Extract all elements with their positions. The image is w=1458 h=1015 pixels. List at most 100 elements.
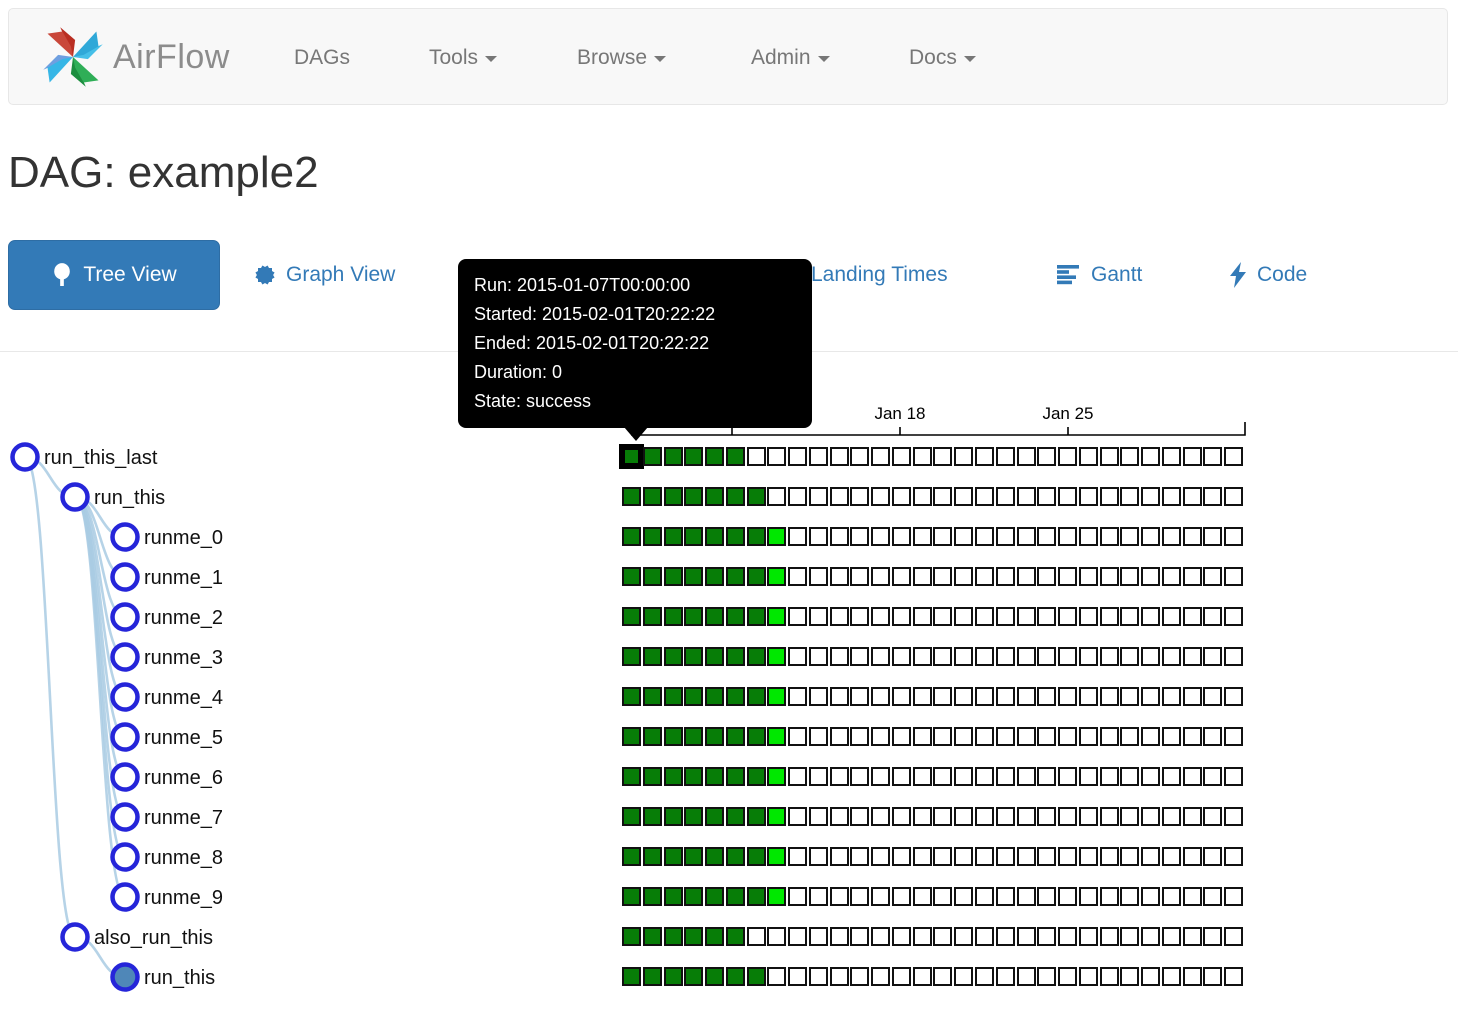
task-instance-cell-no-status[interactable] <box>788 567 808 586</box>
task-instance-cell-running[interactable] <box>767 887 787 906</box>
task-instance-cell-no-status[interactable] <box>1203 647 1223 666</box>
task-instance-cell-success[interactable] <box>663 447 683 466</box>
task-instance-cell-success[interactable] <box>705 447 725 466</box>
task-instance-cell-no-status[interactable] <box>912 607 932 626</box>
task-instance-cell-no-status[interactable] <box>1099 887 1119 906</box>
tree-node-run_this[interactable] <box>110 962 140 992</box>
task-instance-cell-no-status[interactable] <box>746 927 766 946</box>
task-instance-cell-no-status[interactable] <box>1120 887 1140 906</box>
task-instance-cell-no-status[interactable] <box>1058 607 1078 626</box>
task-instance-cell-no-status[interactable] <box>912 967 932 986</box>
task-instance-cell-no-status[interactable] <box>767 447 787 466</box>
task-instance-cell-no-status[interactable] <box>1120 487 1140 506</box>
task-instance-cell-no-status[interactable] <box>1224 727 1244 746</box>
task-instance-cell-no-status[interactable] <box>871 927 891 946</box>
task-instance-cell-no-status[interactable] <box>850 647 870 666</box>
task-instance-cell-success[interactable] <box>684 687 704 706</box>
task-instance-cell-success[interactable] <box>642 447 662 466</box>
task-instance-cell-no-status[interactable] <box>850 567 870 586</box>
tree-node-runme_5[interactable] <box>110 722 140 752</box>
task-instance-cell-no-status[interactable] <box>1141 967 1161 986</box>
task-instance-cell-running[interactable] <box>767 527 787 546</box>
task-instance-cell-success[interactable] <box>725 767 745 786</box>
task-instance-cell-no-status[interactable] <box>891 887 911 906</box>
task-instance-cell-no-status[interactable] <box>788 967 808 986</box>
task-instance-cell-success[interactable] <box>746 527 766 546</box>
task-instance-cell-no-status[interactable] <box>1182 527 1202 546</box>
task-instance-cell-no-status[interactable] <box>1016 847 1036 866</box>
task-instance-cell-no-status[interactable] <box>912 687 932 706</box>
task-instance-cell-no-status[interactable] <box>829 887 849 906</box>
task-instance-cell-success[interactable] <box>725 887 745 906</box>
task-instance-cell-no-status[interactable] <box>1224 687 1244 706</box>
task-instance-cell-no-status[interactable] <box>1182 487 1202 506</box>
task-instance-cell-success[interactable] <box>746 767 766 786</box>
task-instance-cell-success[interactable] <box>663 487 683 506</box>
task-instance-cell-no-status[interactable] <box>933 527 953 546</box>
task-instance-cell-no-status[interactable] <box>1078 527 1098 546</box>
task-instance-cell-no-status[interactable] <box>1037 807 1057 826</box>
task-instance-cell-success[interactable] <box>642 967 662 986</box>
task-instance-cell-no-status[interactable] <box>1078 927 1098 946</box>
task-instance-cell-no-status[interactable] <box>954 567 974 586</box>
task-instance-cell-running[interactable] <box>767 607 787 626</box>
task-instance-cell-success[interactable] <box>705 727 725 746</box>
task-instance-cell-no-status[interactable] <box>1016 967 1036 986</box>
task-instance-cell-no-status[interactable] <box>1120 607 1140 626</box>
task-instance-cell-success[interactable] <box>746 967 766 986</box>
task-instance-cell-no-status[interactable] <box>1120 687 1140 706</box>
task-instance-cell-no-status[interactable] <box>1099 487 1119 506</box>
task-instance-cell-no-status[interactable] <box>891 447 911 466</box>
task-instance-cell-no-status[interactable] <box>975 607 995 626</box>
task-instance-cell-no-status[interactable] <box>1141 767 1161 786</box>
task-instance-cell-no-status[interactable] <box>850 527 870 546</box>
task-instance-cell-no-status[interactable] <box>975 487 995 506</box>
task-instance-cell-success[interactable] <box>705 847 725 866</box>
task-instance-cell-no-status[interactable] <box>1203 447 1223 466</box>
task-instance-cell-no-status[interactable] <box>912 527 932 546</box>
task-instance-cell-success[interactable] <box>663 687 683 706</box>
task-instance-cell-no-status[interactable] <box>995 807 1015 826</box>
task-instance-cell-success[interactable] <box>725 847 745 866</box>
task-instance-cell-success[interactable] <box>746 567 766 586</box>
task-instance-cell-no-status[interactable] <box>891 647 911 666</box>
task-instance-cell-no-status[interactable] <box>1161 887 1181 906</box>
task-instance-cell-no-status[interactable] <box>1099 807 1119 826</box>
task-instance-cell-no-status[interactable] <box>1099 727 1119 746</box>
task-instance-cell-no-status[interactable] <box>975 447 995 466</box>
task-instance-cell-no-status[interactable] <box>1203 487 1223 506</box>
task-instance-cell-no-status[interactable] <box>788 487 808 506</box>
task-instance-cell-no-status[interactable] <box>1224 527 1244 546</box>
task-instance-cell-no-status[interactable] <box>1016 927 1036 946</box>
task-instance-cell-no-status[interactable] <box>1182 887 1202 906</box>
task-instance-cell-no-status[interactable] <box>1203 527 1223 546</box>
task-instance-cell-no-status[interactable] <box>788 847 808 866</box>
task-instance-cell-no-status[interactable] <box>912 727 932 746</box>
task-instance-cell-no-status[interactable] <box>1182 607 1202 626</box>
task-instance-cell-no-status[interactable] <box>891 527 911 546</box>
task-instance-cell-success[interactable] <box>746 687 766 706</box>
task-instance-cell-no-status[interactable] <box>1099 607 1119 626</box>
task-instance-cell-no-status[interactable] <box>829 767 849 786</box>
task-instance-cell-no-status[interactable] <box>995 687 1015 706</box>
task-instance-cell-no-status[interactable] <box>1224 647 1244 666</box>
task-instance-cell-no-status[interactable] <box>1120 447 1140 466</box>
task-instance-cell-no-status[interactable] <box>871 847 891 866</box>
task-instance-cell-no-status[interactable] <box>891 487 911 506</box>
task-instance-cell-no-status[interactable] <box>933 647 953 666</box>
task-instance-cell-no-status[interactable] <box>808 767 828 786</box>
task-instance-cell-no-status[interactable] <box>954 887 974 906</box>
task-instance-cell-no-status[interactable] <box>891 847 911 866</box>
task-instance-cell-no-status[interactable] <box>1120 727 1140 746</box>
task-instance-cell-no-status[interactable] <box>1099 527 1119 546</box>
tree-node-runme_4[interactable] <box>110 682 140 712</box>
nav-item-admin[interactable]: Admin <box>751 9 830 106</box>
task-instance-cell-success[interactable] <box>705 687 725 706</box>
task-instance-cell-no-status[interactable] <box>1078 767 1098 786</box>
task-instance-cell-no-status[interactable] <box>788 687 808 706</box>
task-instance-cell-no-status[interactable] <box>1016 687 1036 706</box>
task-instance-cell-no-status[interactable] <box>1120 967 1140 986</box>
task-instance-cell-success[interactable] <box>725 527 745 546</box>
task-instance-cell-no-status[interactable] <box>933 687 953 706</box>
task-instance-cell-no-status[interactable] <box>788 767 808 786</box>
